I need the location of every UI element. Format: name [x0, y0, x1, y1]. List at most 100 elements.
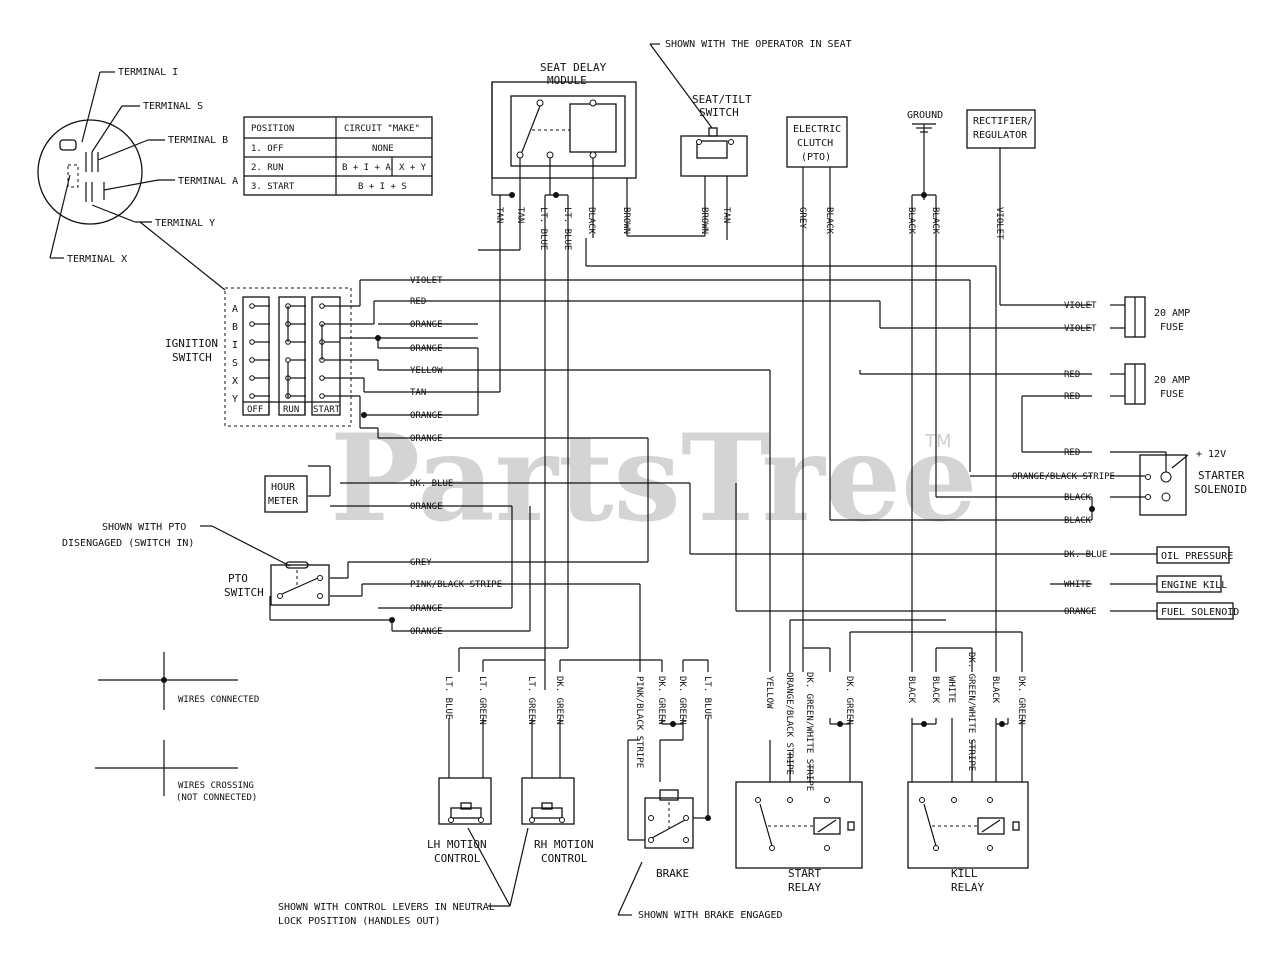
- key-switch-face: TERMINAL I TERMINAL S TERMINAL B TERMINA…: [37, 67, 238, 291]
- wire-label-top: BLACK: [930, 207, 940, 235]
- seat-delay-module-label-line2: MODULE: [547, 74, 587, 87]
- fuse-2: 20 AMP FUSE: [1124, 363, 1190, 405]
- rectifier-regulator: RECTIFIER/ REGULATOR: [966, 109, 1036, 149]
- wire-label-top: BLACK: [586, 207, 596, 235]
- start-relay-label-line1: START: [788, 867, 821, 880]
- electric-clutch-label-line1: ELECTRIC: [793, 124, 841, 135]
- watermark: PartsTree TM: [330, 408, 977, 549]
- wire-label-top: TAN: [494, 207, 504, 223]
- ignition-pin: [319, 375, 325, 381]
- terminal-x-label: TERMINAL X: [67, 254, 127, 265]
- fuse-1: 20 AMP FUSE: [1124, 296, 1190, 338]
- fuel-solenoid-label: FUEL SOLENOID: [1161, 607, 1239, 618]
- wire-label-right: RED: [1064, 448, 1080, 458]
- ignition-pin: [249, 321, 255, 327]
- wire-label-bottom: YELLOW: [764, 676, 774, 709]
- wire-label-right: DK. BLUE: [1064, 550, 1107, 560]
- wire-label-bottom: DK. GREEN: [554, 676, 564, 725]
- wire-label-bottom: BLACK: [906, 676, 916, 704]
- wire-label-right: VIOLET: [1064, 301, 1097, 311]
- engine-kill-label: ENGINE KILL: [1161, 580, 1227, 591]
- junction-dots: [361, 192, 1095, 821]
- ignition-pin: [285, 357, 291, 363]
- legend-crossing-label-line1: WIRES CROSSING: [178, 781, 254, 791]
- pto-switch-label-line2: SWITCH: [224, 586, 264, 599]
- electric-clutch-label-line2: CLUTCH: [797, 138, 833, 149]
- lh-motion-label-line1: LH MOTION: [427, 838, 487, 851]
- ignition-pin: [249, 375, 255, 381]
- watermark-text: PartsTree: [330, 408, 977, 549]
- wire-label-left: ORANGE: [410, 502, 443, 512]
- ignition-terminal-s: S: [232, 358, 238, 369]
- starter-solenoid-label-line2: SOLENOID: [1194, 483, 1247, 496]
- table-header-circuit: CIRCUIT "MAKE": [344, 124, 420, 134]
- wire-label-left: PINK/BLACK STRIPE: [410, 580, 502, 590]
- legend: WIRES CONNECTED WIRES CROSSING (NOT CONN…: [95, 652, 259, 803]
- ignition-pin: [249, 357, 255, 363]
- pto-switch: SHOWN WITH PTO DISENGAGED (SWITCH IN) PT…: [62, 522, 330, 606]
- terminal-y-label: TERMINAL Y: [155, 218, 215, 229]
- ignition-pin: [249, 303, 255, 309]
- wire-label-left: RED: [410, 297, 426, 307]
- oil-pressure-label: OIL PRESSURE: [1161, 551, 1233, 562]
- starter-solenoid-label-line1: STARTER: [1198, 469, 1245, 482]
- pto-switch-label-line1: PTO: [228, 572, 248, 585]
- table-row-off-position: 1. OFF: [251, 144, 284, 154]
- wire-label-top: GREY: [797, 207, 807, 229]
- wire-label-right: WHITE: [1064, 580, 1091, 590]
- wire-label-top: BLACK: [824, 207, 834, 235]
- ignition-switch-label-line2: SWITCH: [172, 351, 212, 364]
- wire-label-right: BLACK: [1064, 516, 1092, 526]
- wire-label-top: BROWN: [621, 207, 631, 234]
- wire-label-right: ORANGE: [1064, 607, 1097, 617]
- hour-meter-label-line1: HOUR: [271, 482, 296, 493]
- starter-solenoid: + 12V STARTER SOLENOID: [1139, 449, 1247, 516]
- terminal-a-label: TERMINAL A: [178, 176, 238, 187]
- table-row-start-position: 3. START: [251, 182, 295, 192]
- ignition-pin: [249, 393, 255, 399]
- brake-note: SHOWN WITH BRAKE ENGAGED: [638, 910, 783, 921]
- wire-label-left: YELLOW: [410, 366, 443, 376]
- starter-voltage: + 12V: [1196, 449, 1226, 460]
- wire-label-left: DK. BLUE: [410, 479, 453, 489]
- ground: GROUND: [907, 110, 943, 200]
- wire-label-top: LT. BLUE: [538, 207, 548, 250]
- wire-label-bottom: DK. GREEN: [656, 676, 666, 725]
- fuse-1-label-line1: 20 AMP: [1154, 308, 1190, 319]
- seat-delay-module-label-line1: SEAT DELAY: [540, 61, 607, 74]
- electric-clutch-label-line3: (PTO): [801, 152, 831, 163]
- fuse-1-label-line2: FUSE: [1160, 322, 1184, 333]
- table-row-run-circuit-a: B + I + A: [342, 163, 391, 173]
- wire-label-left: ORANGE: [410, 344, 443, 354]
- operator-note: SHOWN WITH THE OPERATOR IN SEAT: [665, 39, 852, 50]
- ignition-terminal-b: B: [232, 322, 238, 333]
- hour-meter: HOUR METER: [264, 475, 308, 513]
- legend-crossing-label-line2: (NOT CONNECTED): [176, 793, 257, 803]
- seat-tilt-switch: SHOWN WITH THE OPERATOR IN SEAT SEAT/TIL…: [649, 39, 852, 177]
- seat-switch-label-line1: SEAT/TILT: [692, 93, 752, 106]
- terminal-s-label: TERMINAL S: [143, 101, 203, 112]
- wire-label-top: BROWN: [699, 207, 709, 234]
- ignition-terminal-a: A: [232, 304, 238, 315]
- fuse-2-label-line2: FUSE: [1160, 389, 1184, 400]
- wire-labels: VIOLET RED ORANGE ORANGE YELLOW TAN ORANGE ORAN…: [410, 207, 1115, 791]
- wire-label-bottom: DK. GREEN/WHITE STRIPE: [804, 672, 814, 791]
- wire-label-bottom: DK. GREEN/WHITE STRIPE: [966, 652, 976, 771]
- wire-label-bottom: LT. GREEN: [526, 676, 536, 725]
- wire-label-bottom: BLACK: [930, 676, 940, 704]
- wire-label-left: GREY: [410, 558, 432, 568]
- lh-motion-label-line2: CONTROL: [434, 852, 481, 865]
- wire-label-left: ORANGE: [410, 411, 443, 421]
- wire-label-top: BLACK: [906, 207, 916, 235]
- hour-meter-label-line2: METER: [268, 496, 299, 507]
- ignition-pin: [249, 339, 255, 345]
- wire-label-right: BLACK: [1064, 493, 1092, 503]
- ignition-terminal-pins: [249, 303, 340, 399]
- lever-note-line2: LOCK POSITION (HANDLES OUT): [278, 916, 441, 927]
- ignition-pin: [319, 303, 325, 309]
- wire-label-bottom: PINK/BLACK STRIPE: [634, 676, 644, 768]
- terminal-b-label: TERMINAL B: [168, 135, 228, 146]
- ignition-terminal-y: Y: [232, 394, 238, 405]
- wire-label-bottom: BLACK: [990, 676, 1000, 704]
